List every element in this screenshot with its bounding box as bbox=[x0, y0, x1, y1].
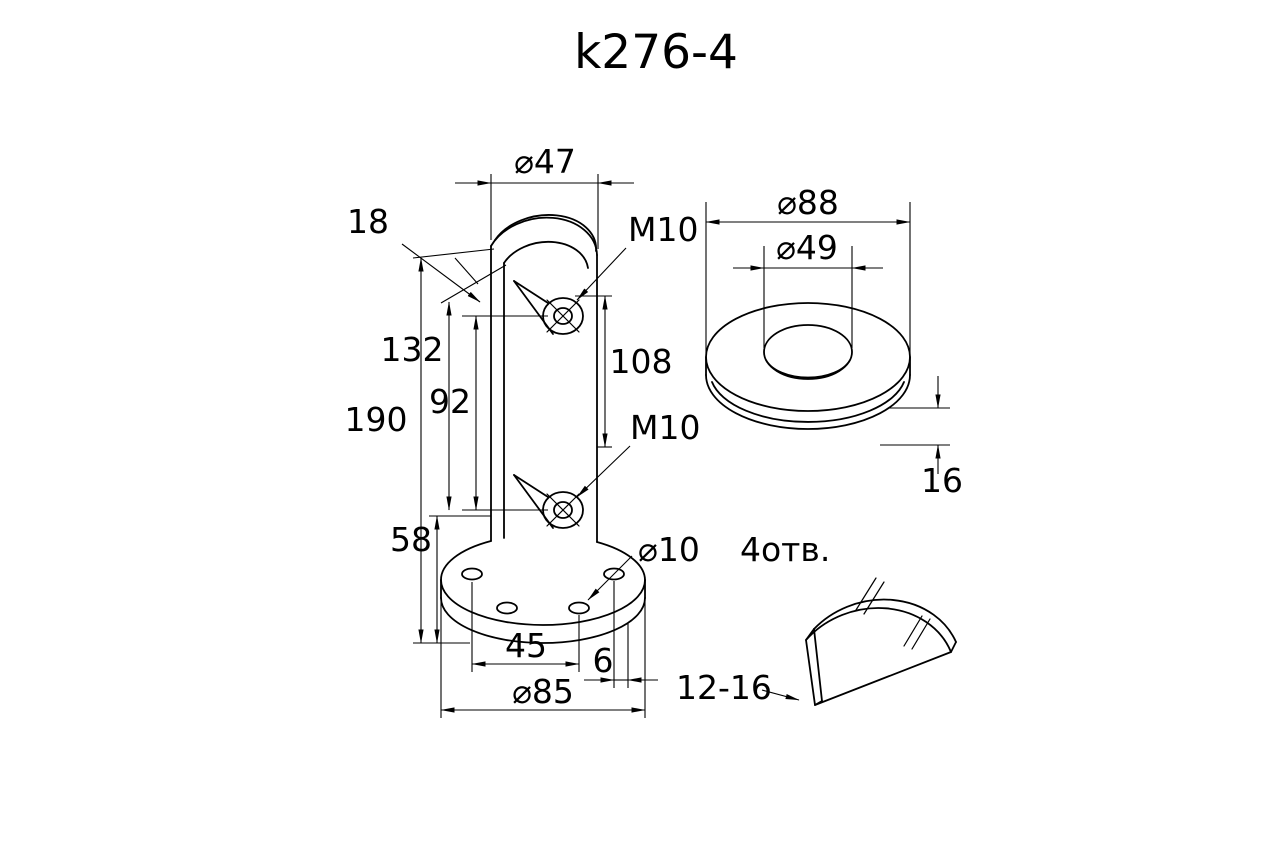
base-hole bbox=[461, 567, 483, 581]
dim-108: 108 bbox=[610, 342, 673, 381]
dim-hole-count: 4отв. bbox=[740, 530, 830, 569]
dim-top-diameter: ⌀47 bbox=[514, 142, 576, 181]
dim-132: 132 bbox=[381, 330, 444, 369]
dim-base-diameter: ⌀85 bbox=[512, 672, 574, 711]
dim-ring-outer-diameter: ⌀88 bbox=[777, 183, 839, 222]
spigot-bottom-bolt bbox=[513, 474, 584, 529]
leader-hole-diameter bbox=[587, 555, 633, 601]
dim-6: 6 bbox=[593, 641, 614, 680]
leader-thread-top bbox=[576, 247, 627, 301]
dim-45: 45 bbox=[505, 626, 547, 665]
leader-thread-bottom bbox=[576, 445, 631, 498]
glass-reflection-mark bbox=[863, 581, 885, 615]
glass-reflection-mark bbox=[855, 577, 877, 611]
dim-thread-bottom: M10 bbox=[630, 408, 700, 447]
dim-ring-inner-diameter: ⌀49 bbox=[776, 228, 838, 267]
glass-reflection-mark bbox=[911, 618, 931, 650]
dimension-labels: k276-4 ⌀47 18 M10 132 92 190 108 M10 58 … bbox=[345, 25, 964, 711]
dim-58: 58 bbox=[390, 520, 432, 559]
dim-92: 92 bbox=[429, 382, 471, 421]
dim-hole-diameter: ⌀10 bbox=[638, 530, 700, 569]
spigot-base bbox=[440, 540, 646, 644]
dim-cap-thickness: 18 bbox=[347, 202, 389, 241]
drawing-title: k276-4 bbox=[574, 25, 738, 80]
dim-thread-top: M10 bbox=[628, 210, 698, 249]
glass-reflection-mark bbox=[903, 615, 923, 647]
dim-190: 190 bbox=[345, 400, 408, 439]
glass-panel bbox=[805, 577, 957, 706]
dimension-lines bbox=[418, 180, 941, 713]
base-hole bbox=[496, 601, 518, 615]
base-hole bbox=[603, 567, 625, 581]
leader-glass-thickness bbox=[761, 689, 800, 701]
leader-lines bbox=[401, 243, 800, 701]
washer-ring bbox=[705, 302, 911, 430]
spigot-post bbox=[490, 214, 598, 543]
leader-cap-thickness bbox=[401, 243, 481, 303]
spigot-top-bolt bbox=[513, 280, 584, 335]
dim-glass-thickness: 12-16 bbox=[676, 668, 772, 707]
base-hole bbox=[568, 601, 590, 615]
dim-ring-thickness: 16 bbox=[921, 461, 963, 500]
